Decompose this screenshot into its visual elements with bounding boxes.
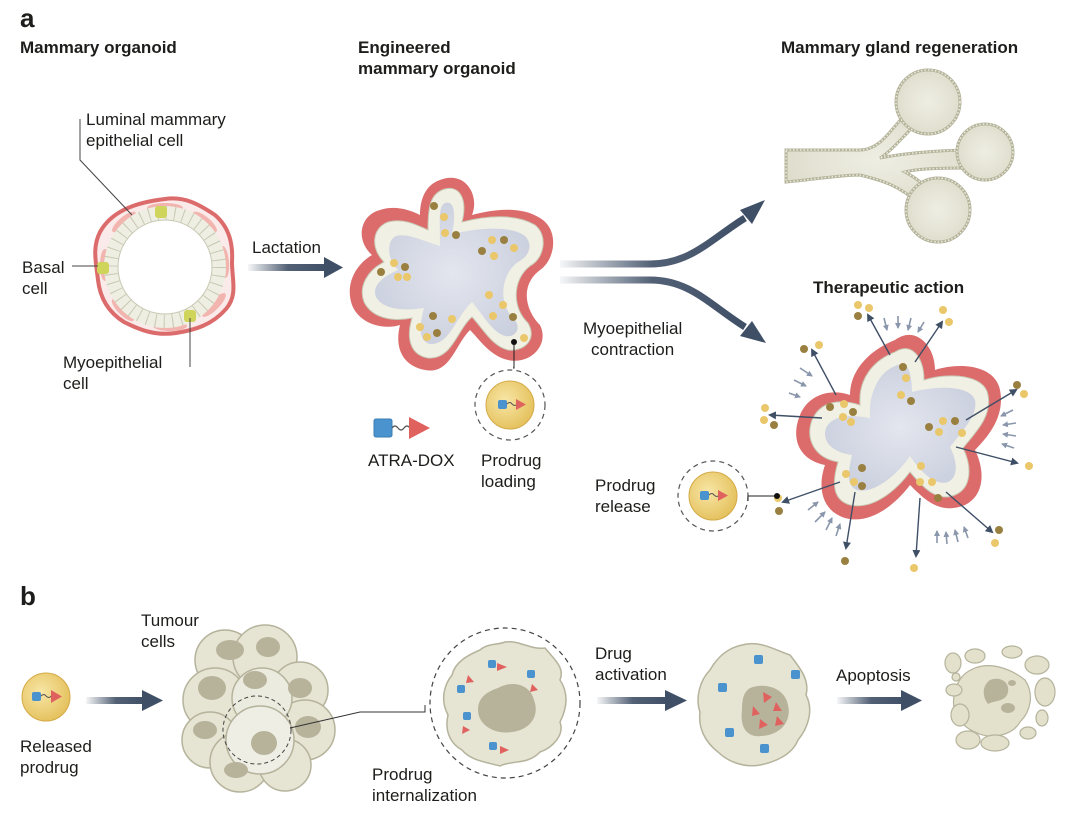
panel-a-label: a bbox=[20, 3, 35, 33]
arrow-to-tumour bbox=[86, 690, 163, 711]
basal-cell bbox=[97, 262, 109, 274]
basal-cell bbox=[155, 206, 167, 218]
prodrug-internalization-label: Prodrug internalization bbox=[372, 765, 477, 805]
luminal-cell-label: Luminal mammary epithelial cell bbox=[86, 110, 226, 150]
released-particles bbox=[760, 301, 1033, 572]
basal-cell-label: Basal cell bbox=[22, 258, 65, 298]
therapeutic-granules bbox=[826, 363, 966, 502]
prodrug-loading-vesicle bbox=[474, 369, 546, 441]
tumour-cells-label: Tumour cells bbox=[141, 611, 199, 651]
myoepithelial-cell-label: Myoepithelial cell bbox=[63, 353, 163, 393]
atra-dox-label: ATRA-DOX bbox=[368, 451, 455, 470]
prodrug-loading-label: Prodrug loading bbox=[481, 451, 542, 491]
mammary-gland-illustration bbox=[784, 68, 1015, 244]
luminal-leader-line bbox=[79, 119, 133, 216]
basal-cell bbox=[184, 310, 196, 322]
released-atra bbox=[718, 655, 800, 753]
engineered-organoid-heading: Engineered mammary organoid bbox=[358, 38, 516, 78]
internalization-cell bbox=[429, 627, 581, 779]
myoepithelial-contraction-label: Myoepithelial contraction bbox=[583, 319, 683, 359]
engineered-organoid bbox=[349, 177, 554, 371]
lactation-arrow bbox=[248, 257, 343, 278]
therapeutic-action-heading: Therapeutic action bbox=[813, 278, 965, 297]
internalized-prodrugs bbox=[457, 660, 538, 754]
release-arrows bbox=[768, 313, 1019, 558]
contraction-arrows bbox=[788, 316, 1017, 545]
activated-dox bbox=[752, 692, 784, 729]
drug-activation-arrow bbox=[597, 690, 687, 711]
granules bbox=[377, 202, 528, 342]
lactation-label: Lactation bbox=[252, 238, 321, 257]
loading-leader-line bbox=[513, 342, 515, 369]
release-leader-line bbox=[747, 495, 777, 501]
apoptosis-label: Apoptosis bbox=[836, 666, 911, 685]
released-prodrug-label: Released prodrug bbox=[20, 737, 92, 777]
mammary-organoid-heading: Mammary organoid bbox=[20, 38, 177, 57]
internalization-leader-line bbox=[289, 705, 426, 729]
activated-cell bbox=[697, 643, 811, 767]
prodrug-release-label: Prodrug release bbox=[595, 476, 656, 516]
luminal-cell-borders bbox=[104, 206, 226, 328]
mammary-organoid bbox=[72, 119, 236, 367]
therapeutic-organoid bbox=[760, 301, 1033, 572]
released-prodrug-vesicle bbox=[21, 672, 71, 722]
tumour-cell-cluster bbox=[181, 624, 336, 793]
prodrug-release-vesicle bbox=[677, 460, 780, 532]
apoptotic-cell bbox=[944, 645, 1056, 752]
branching-arrows bbox=[560, 200, 766, 343]
atra-dox-icon bbox=[373, 417, 430, 439]
drug-activation-label: Drug activation bbox=[595, 644, 667, 684]
apoptosis-arrow bbox=[837, 690, 922, 711]
gland-regeneration-heading: Mammary gland regeneration bbox=[781, 38, 1019, 57]
panel-b-label: b bbox=[20, 581, 36, 611]
